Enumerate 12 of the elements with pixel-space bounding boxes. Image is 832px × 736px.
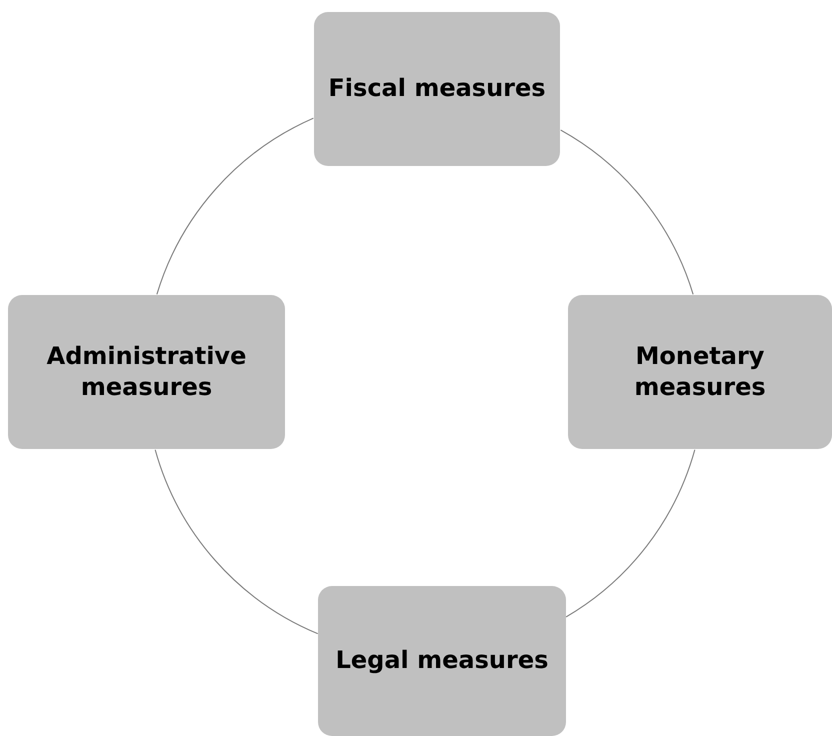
measure-label: Administrative measures	[46, 340, 248, 403]
connector-arc	[560, 130, 694, 295]
measure-label: Legal measures	[336, 645, 548, 676]
measure-box	[314, 12, 560, 166]
connector-arc	[154, 449, 318, 634]
connector-arc	[566, 449, 696, 618]
measure-box	[8, 295, 285, 449]
measure-box	[318, 586, 566, 736]
measure-box	[568, 295, 832, 449]
measure-label: Monetary measures	[633, 340, 767, 403]
measure-label: Fiscal measures	[328, 73, 546, 104]
connector-arc	[156, 118, 314, 295]
